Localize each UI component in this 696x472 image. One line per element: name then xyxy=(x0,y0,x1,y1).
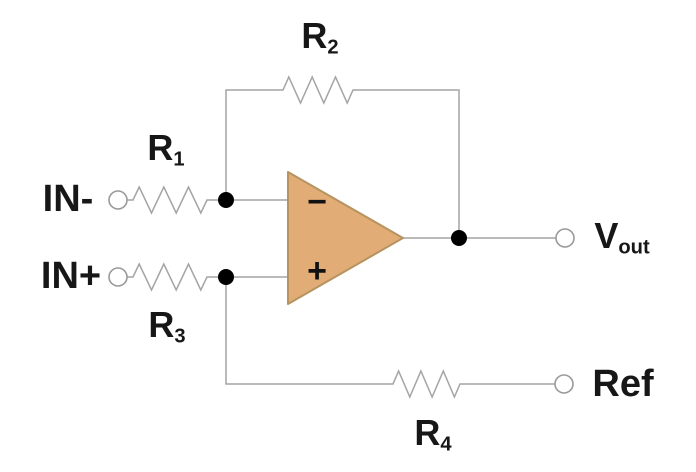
r1-label: R1 xyxy=(147,130,184,170)
vout-label-subscript: out xyxy=(618,236,650,259)
r2-label: R2 xyxy=(301,18,338,58)
wire-in-plus-r3 xyxy=(127,262,288,292)
r1-label-subscript: 1 xyxy=(173,148,185,171)
opamp-inverting-input-symbol: − xyxy=(307,183,327,221)
vout-label-base: V xyxy=(594,215,619,257)
vout-label: Vout xyxy=(594,218,649,258)
junction-dot-noninverting-node xyxy=(218,269,234,285)
terminal-ref xyxy=(554,374,574,394)
ref-label: Ref xyxy=(592,363,654,405)
terminal-in-minus xyxy=(108,190,128,210)
r2-label-subscript: 2 xyxy=(327,36,339,59)
r4-label-subscript: 4 xyxy=(440,433,452,456)
r2-label-base: R xyxy=(301,15,328,57)
r4-label-base: R xyxy=(414,412,441,454)
r4-label: R4 xyxy=(414,415,451,455)
in-plus-label: IN+ xyxy=(40,255,102,297)
junction-dot-output-node xyxy=(451,230,467,246)
r1-label-base: R xyxy=(147,127,174,169)
r3-label-subscript: 3 xyxy=(174,325,186,348)
terminal-in-plus xyxy=(108,267,128,287)
opamp-triangle xyxy=(287,171,404,305)
wire-feedback-r2 xyxy=(225,75,460,237)
junction-dot-inverting-node xyxy=(218,192,234,208)
terminal-vout xyxy=(555,228,575,248)
wire-ref-r4 xyxy=(225,277,556,399)
wire-in-minus-r1 xyxy=(127,185,288,215)
in-minus-label: IN- xyxy=(42,178,94,220)
r3-label: R3 xyxy=(148,307,185,347)
opamp-noninverting-input-symbol: + xyxy=(307,252,327,290)
r3-label-base: R xyxy=(148,304,175,346)
